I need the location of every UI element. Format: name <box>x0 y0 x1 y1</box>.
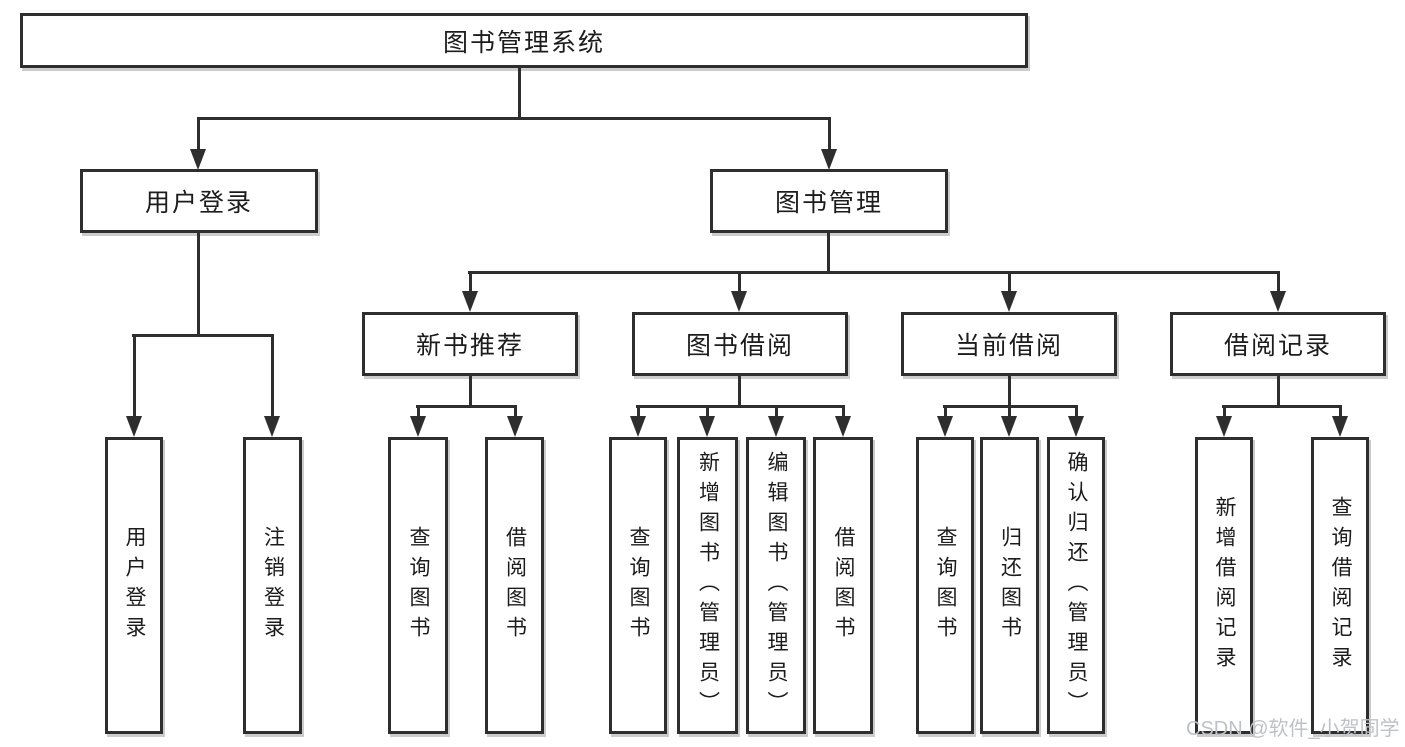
node-current-borrowing: 当前借阅 <box>901 312 1117 376</box>
arrow-to-current-borrowing <box>1001 273 1017 312</box>
arrow-borrowing-records-leaf-2 <box>1332 407 1348 437</box>
leaf-return-books: 归还图书 <box>980 437 1039 734</box>
node-book-management: 图书管理 <box>710 169 948 233</box>
node-book-borrowing: 图书借阅 <box>632 312 848 376</box>
node-user-login: 用户登录 <box>80 169 318 233</box>
arrow-book-borrowing-leaf-4 <box>835 407 851 437</box>
leaf-add-borrow-record: 新增借阅记录 <box>1195 437 1253 734</box>
leaf-label: 注销登录 <box>261 525 285 646</box>
leaf-edit-books-admin: 编辑图书（管理员） <box>746 437 806 734</box>
connector-book-borrowing-bar <box>636 405 845 408</box>
leaf-borrow-books-borrowing: 借阅图书 <box>813 437 873 734</box>
connector-borrowing-records-stem <box>1277 376 1280 407</box>
connector-root-bar <box>197 117 831 120</box>
connector-book-borrowing-stem <box>738 376 741 407</box>
csdn-watermark: CSDN @软件_小贺同学 <box>1186 718 1400 740</box>
leaf-label: 编辑图书（管理员） <box>765 450 788 721</box>
leaf-label: 用户登录 <box>123 525 146 646</box>
node-label: 图书管理系统 <box>442 28 605 57</box>
leaf-query-books-borrowing: 查询图书 <box>609 437 667 734</box>
arrow-to-new-book-recommendation <box>462 273 478 312</box>
connector-user-login-bar <box>132 334 274 337</box>
connector-new-book-bar <box>416 405 517 408</box>
leaf-query-borrow-record: 查询借阅记录 <box>1311 437 1369 734</box>
leaf-query-books-current: 查询图书 <box>916 437 974 734</box>
leaf-logout: 注销登录 <box>243 437 302 734</box>
connector-borrowing-records-bar <box>1222 405 1342 408</box>
arrow-book-borrowing-leaf-3 <box>768 407 784 437</box>
arrow-to-user-login <box>190 119 206 170</box>
node-label: 借阅记录 <box>1223 332 1332 360</box>
leaf-label: 查询借阅记录 <box>1329 495 1352 676</box>
connector-book-management-bar <box>468 271 1280 274</box>
arrow-current-borrowing-leaf-1 <box>937 407 953 437</box>
leaf-query-books-new-book: 查询图书 <box>388 437 448 734</box>
arrow-book-borrowing-leaf-2 <box>699 407 715 437</box>
connector-user-login-stem <box>197 233 200 337</box>
leaf-label: 借阅图书 <box>503 525 527 646</box>
leaf-label: 查询图书 <box>934 525 957 646</box>
leaf-label: 借阅图书 <box>832 525 855 646</box>
leaf-label: 查询图书 <box>407 525 430 646</box>
arrow-to-book-borrowing <box>731 273 747 312</box>
arrow-borrowing-records-leaf-1 <box>1216 407 1232 437</box>
node-label: 图书借阅 <box>685 332 794 360</box>
arrow-to-leaf-user-login <box>126 337 142 437</box>
node-library-management-system: 图书管理系统 <box>20 13 1028 68</box>
leaf-label: 查询图书 <box>627 525 650 646</box>
leaf-label: 新增图书（管理员） <box>696 450 720 721</box>
connector-current-borrowing-stem <box>1008 376 1011 407</box>
connector-book-management-stem <box>827 233 830 273</box>
arrow-to-borrowing-records <box>1270 273 1286 312</box>
arrow-to-book-management <box>821 119 837 170</box>
node-label: 图书管理 <box>774 189 883 217</box>
node-label: 用户登录 <box>144 189 253 217</box>
arrow-current-borrowing-leaf-2 <box>1001 407 1017 437</box>
node-label: 新书推荐 <box>415 332 524 360</box>
arrow-current-borrowing-leaf-3 <box>1068 407 1084 437</box>
leaf-label: 归还图书 <box>998 525 1022 646</box>
node-new-book-recommendation: 新书推荐 <box>362 312 578 376</box>
connector-current-borrowing-bar <box>943 405 1078 408</box>
leaf-add-books-admin: 新增图书（管理员） <box>677 437 738 734</box>
leaf-label: 新增借阅记录 <box>1213 495 1236 676</box>
connector-root-stem <box>518 68 521 118</box>
arrow-to-leaf-logout <box>264 337 280 437</box>
leaf-user-login: 用户登录 <box>105 437 163 734</box>
arrow-new-book-leaf-2 <box>507 407 523 437</box>
leaf-confirm-return-admin: 确认归还（管理员） <box>1047 437 1105 734</box>
connector-new-book-stem <box>469 376 472 407</box>
arrow-new-book-leaf-1 <box>410 407 426 437</box>
arrow-book-borrowing-leaf-1 <box>630 407 646 437</box>
node-label: 当前借阅 <box>954 332 1063 360</box>
node-borrowing-records: 借阅记录 <box>1170 312 1386 376</box>
leaf-label: 确认归还（管理员） <box>1065 450 1088 721</box>
leaf-borrow-books-new-book: 借阅图书 <box>485 437 544 734</box>
